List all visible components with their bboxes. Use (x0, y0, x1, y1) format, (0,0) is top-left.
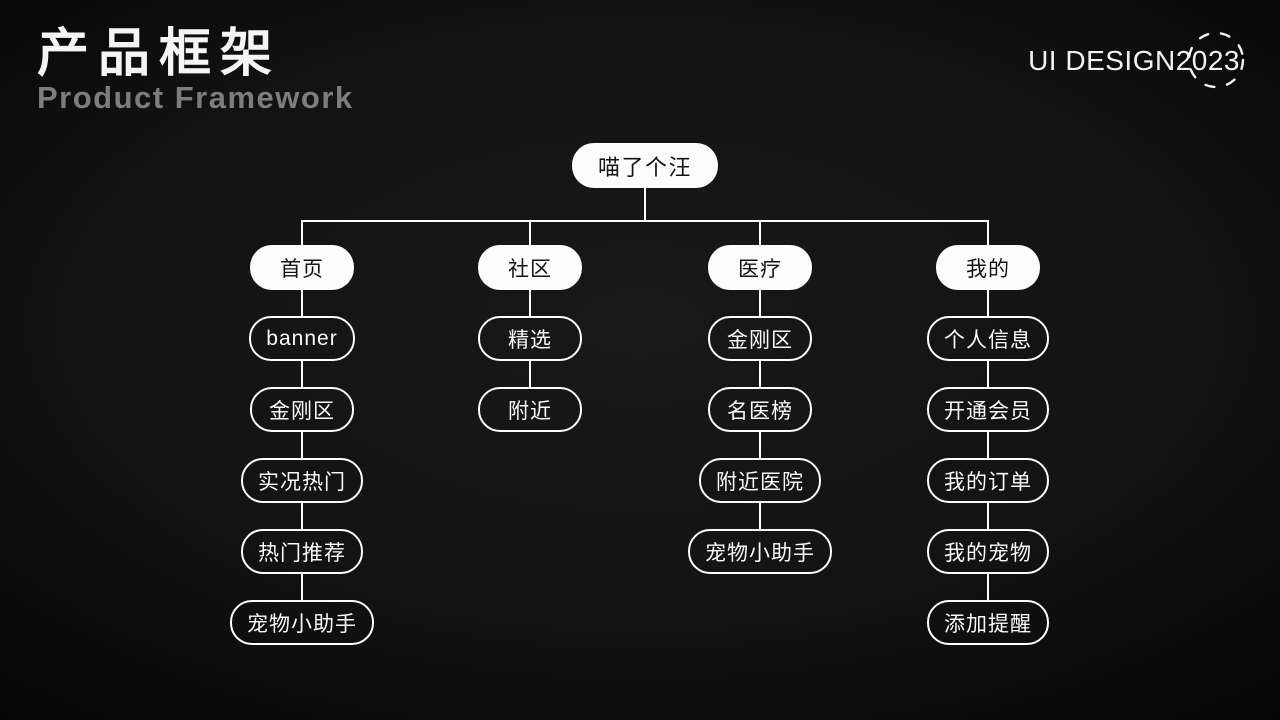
connector-line (529, 290, 531, 316)
branch-node: 医疗 (708, 245, 812, 290)
leaf-node: 名医榜 (708, 387, 812, 432)
connector-line (529, 361, 531, 387)
connector-line (301, 432, 303, 458)
connector-line (759, 361, 761, 387)
connector-line (987, 361, 989, 387)
leaf-node: 精选 (478, 316, 582, 361)
connector-drop (987, 221, 989, 246)
brand-label: UI DESIGN (1028, 45, 1176, 76)
connector-line (987, 290, 989, 316)
connector-line (301, 361, 303, 387)
leaf-node: 宠物小助手 (230, 600, 374, 645)
leaf-node: 宠物小助手 (688, 529, 832, 574)
tree-root-node: 喵了个汪 (571, 143, 719, 188)
leaf-node: 我的订单 (927, 458, 1049, 503)
leaf-node: 热门推荐 (241, 529, 363, 574)
leaf-node: 金刚区 (250, 387, 354, 432)
connector-line (987, 432, 989, 458)
connector-line (759, 432, 761, 458)
connector-line (759, 290, 761, 316)
page-subtitle: Product Framework (37, 80, 354, 115)
tree-column-medical: 医疗金刚区名医榜附近医院宠物小助手 (688, 245, 832, 574)
leaf-node: 个人信息 (927, 316, 1049, 361)
connector-drop (301, 221, 303, 246)
tree-column-community: 社区精选附近 (478, 245, 582, 432)
tree-column-home: 首页 banner 金刚区实况热门热门推荐宠物小助手 (230, 245, 374, 645)
connector-drop (529, 221, 531, 246)
leaf-node: 金刚区 (708, 316, 812, 361)
year-label: 2023 (1175, 45, 1240, 76)
leaf-node: banner (249, 316, 355, 361)
connector-line (301, 574, 303, 600)
branch-node: 社区 (478, 245, 582, 290)
branch-node: 我的 (936, 245, 1040, 290)
connector-line (987, 503, 989, 529)
leaf-node: 我的宠物 (927, 529, 1049, 574)
leaf-node: 附近医院 (699, 458, 821, 503)
leaf-node: 添加提醒 (927, 600, 1049, 645)
connector-drop (759, 221, 761, 246)
leaf-node: 附近 (478, 387, 582, 432)
page-title: 产品框架 (37, 25, 282, 83)
connector-bus (301, 220, 989, 222)
year-badge: UI DESIGN2023 (1028, 31, 1245, 89)
leaf-node: 开通会员 (927, 387, 1049, 432)
connector-line (301, 290, 303, 316)
branch-node: 首页 (250, 245, 354, 290)
tree-column-mine: 我的个人信息开通会员我的订单我的宠物添加提醒 (927, 245, 1049, 645)
connector-root-drop (644, 187, 646, 222)
connector-line (301, 503, 303, 529)
connector-line (987, 574, 989, 600)
leaf-node: 实况热门 (241, 458, 363, 503)
connector-line (759, 503, 761, 529)
